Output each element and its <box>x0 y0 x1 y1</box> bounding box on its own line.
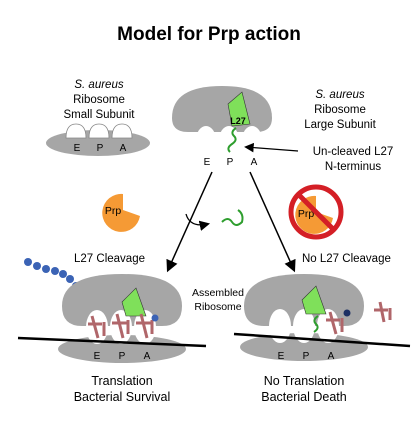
right-outcome-line1: No Translation <box>264 374 345 388</box>
assembled-label-line1: Assembled <box>192 287 244 299</box>
right-l27-tail <box>313 315 319 333</box>
left-site-a: A <box>144 351 151 362</box>
small-subunit: E P A <box>46 123 150 156</box>
small-subunit-species: S. aureus <box>74 79 123 91</box>
uncleaved-label-line2: N-terminus <box>325 161 381 173</box>
prp-enzyme-label: Prp <box>105 205 122 217</box>
right-l27-protein <box>301 285 327 315</box>
large-subunit: L27 E P A <box>172 86 272 168</box>
right-outcome-line2: Bacterial Death <box>261 390 347 404</box>
small-subunit-site-e: E <box>74 143 81 154</box>
prp-enzyme-shape <box>102 193 140 232</box>
left-branch-label: L27 Cleavage <box>74 253 145 265</box>
assembled-label-line2: Ribosome <box>194 301 241 313</box>
large-subunit-e-pocket <box>196 126 216 154</box>
left-outcome-line1: Translation <box>91 374 152 388</box>
left-trna-e <box>88 315 106 339</box>
prp-enzyme: Prp <box>102 193 140 232</box>
right-p-pocket <box>293 309 315 343</box>
right-assembled-ribosome: E P A <box>240 274 368 362</box>
small-subunit-word-name: Small Subunit <box>64 109 136 121</box>
free-trna <box>374 301 392 323</box>
large-subunit-species: S. aureus <box>315 89 364 101</box>
left-site-e: E <box>94 351 101 362</box>
l27-protein-label: L27 <box>230 116 246 126</box>
left-trna-a <box>136 313 154 339</box>
large-subunit-word-ribosome: Ribosome <box>314 104 366 116</box>
left-mrna-strand <box>17 336 207 348</box>
left-amino-acid <box>151 314 159 322</box>
large-subunit-site-p: P <box>227 157 234 168</box>
prp-inhibited: Prp <box>288 184 344 240</box>
large-subunit-p-pocket <box>219 126 239 154</box>
uncleaved-label-line1: Un-cleaved L27 <box>313 146 394 158</box>
small-subunit-e-pocket <box>65 123 87 139</box>
prp-inhibited-shape <box>295 195 333 234</box>
large-subunit-body <box>172 86 272 132</box>
left-outcome-line2: Bacterial Survival <box>74 390 171 404</box>
release-arrow <box>185 213 211 231</box>
right-site-e: E <box>278 351 285 362</box>
uncleaved-pointer-arrow <box>244 142 299 153</box>
large-subunit-label: S. aureus Ribosome Large Subunit <box>304 89 376 131</box>
left-l27-protein <box>121 287 147 317</box>
right-mrna-strand <box>233 332 411 348</box>
no-cleavage-arrow-right <box>249 171 296 273</box>
right-site-p: P <box>303 351 310 362</box>
small-subunit-site-p: P <box>97 143 104 154</box>
prohibition-circle <box>288 184 344 240</box>
released-n-terminus <box>221 209 244 226</box>
diagram-title: Model for Prp action <box>117 24 301 45</box>
right-a-pocket <box>317 309 339 343</box>
small-subunit-label: S. aureus Ribosome Small Subunit <box>64 79 136 121</box>
small-subunit-a-pocket <box>111 123 133 139</box>
large-subunit-site-a: A <box>251 157 258 168</box>
l27-protein-shape <box>227 91 251 127</box>
right-branch-label: No L27 Cleavage <box>302 253 391 265</box>
right-site-a: A <box>328 351 335 362</box>
left-site-p: P <box>119 351 126 362</box>
l27-n-terminus-tail <box>227 127 237 153</box>
left-assembled-ribosome: E P A <box>58 274 186 363</box>
large-subunit-a-pocket <box>242 126 262 154</box>
right-amino-acid <box>343 309 351 317</box>
prp-inhibited-label: Prp <box>298 208 315 220</box>
large-subunit-site-e: E <box>204 157 211 168</box>
small-subunit-word-ribosome: Ribosome <box>73 94 125 106</box>
large-subunit-word-name: Large Subunit <box>304 119 376 131</box>
right-trna-a <box>326 311 344 335</box>
small-subunit-p-pocket <box>88 123 110 139</box>
left-trna-p <box>112 313 130 339</box>
right-e-pocket <box>269 309 291 343</box>
small-subunit-site-a: A <box>120 143 127 154</box>
prohibition-slash <box>296 192 336 232</box>
